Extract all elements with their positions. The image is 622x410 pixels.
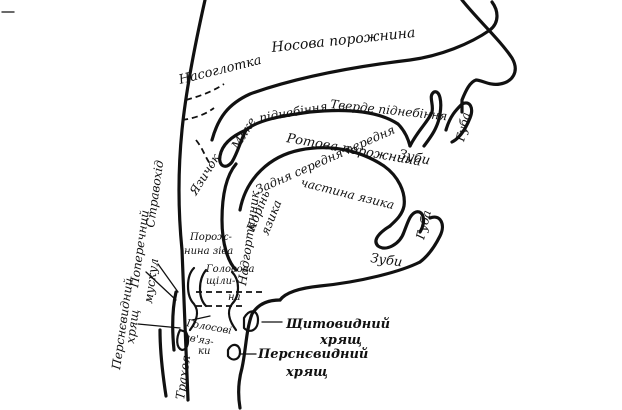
label-glottis-3: на (228, 292, 241, 303)
cricoid-cartilage-right (226, 343, 242, 361)
upper-teeth-outline (408, 90, 443, 148)
label-cricoid-left-2: хрящ (123, 308, 142, 344)
leader-transverse-muscle (145, 271, 177, 301)
label-thyroid-1: Щитовидний (285, 317, 390, 332)
palate-lower-outline (244, 108, 412, 148)
cricoid-cartilage-left (176, 328, 190, 352)
larynx-front (237, 298, 282, 410)
label-teeth-lower: Зуби (369, 251, 403, 270)
label-lip-upper: Губа (453, 111, 473, 144)
label-uvula: Язичок (186, 151, 223, 199)
label-tongue-parts-2: частина язика (299, 175, 395, 212)
label-soft-palate: Мяке (228, 115, 259, 153)
label-lip-lower: Губа (413, 209, 434, 242)
leader-cricoid-left (137, 323, 181, 329)
epiglottis-outline (220, 162, 238, 272)
thyroid-cartilage (242, 310, 260, 332)
lower-lip-outline (418, 215, 444, 264)
label-palate: піднебіння (258, 99, 329, 125)
vocal-folds-left (186, 266, 208, 332)
label-transverse-muscle-2: мускул (141, 258, 161, 305)
jaw-outline (278, 260, 422, 302)
label-cricoid-right-1: Перснєвидний (257, 347, 368, 362)
label-pharynx-cavity-1: Порож- (189, 232, 233, 243)
nasal-floor-outline (210, 0, 499, 142)
label-vocal-cords-2: зв'яз- (183, 332, 215, 348)
label-trachea: Трахея (173, 354, 193, 400)
tongue-outline (238, 146, 406, 228)
upper-lip-outline (444, 101, 474, 144)
label-glottis-1: Голосова (205, 264, 254, 275)
label-cricoid-right-2: хрящ (285, 365, 328, 380)
pharynx-back-wall (177, 0, 207, 402)
esophagus-tube (158, 290, 178, 398)
glottis-dashed (196, 291, 262, 307)
leader-vocal-cords (191, 315, 211, 321)
nasopharynx-dashed (181, 83, 225, 167)
label-nasopharynx: Насоглотка (176, 53, 263, 88)
label-pharynx-cavity-2: нина зіва (184, 246, 233, 257)
label-glottis-2: щіли- (206, 276, 236, 287)
soft-palate-outline (218, 128, 248, 168)
leader-esophagus (157, 263, 179, 293)
label-nasal-cavity: Носова порожнина (270, 25, 416, 56)
vocal-folds-right (227, 270, 240, 332)
label-vocal-cords-3: ки (198, 346, 210, 357)
label-thyroid-2: хрящ (319, 333, 362, 348)
lower-teeth-outline (374, 210, 426, 250)
label-teeth-upper: Зуби (397, 147, 431, 168)
nose-outline (460, 0, 517, 114)
